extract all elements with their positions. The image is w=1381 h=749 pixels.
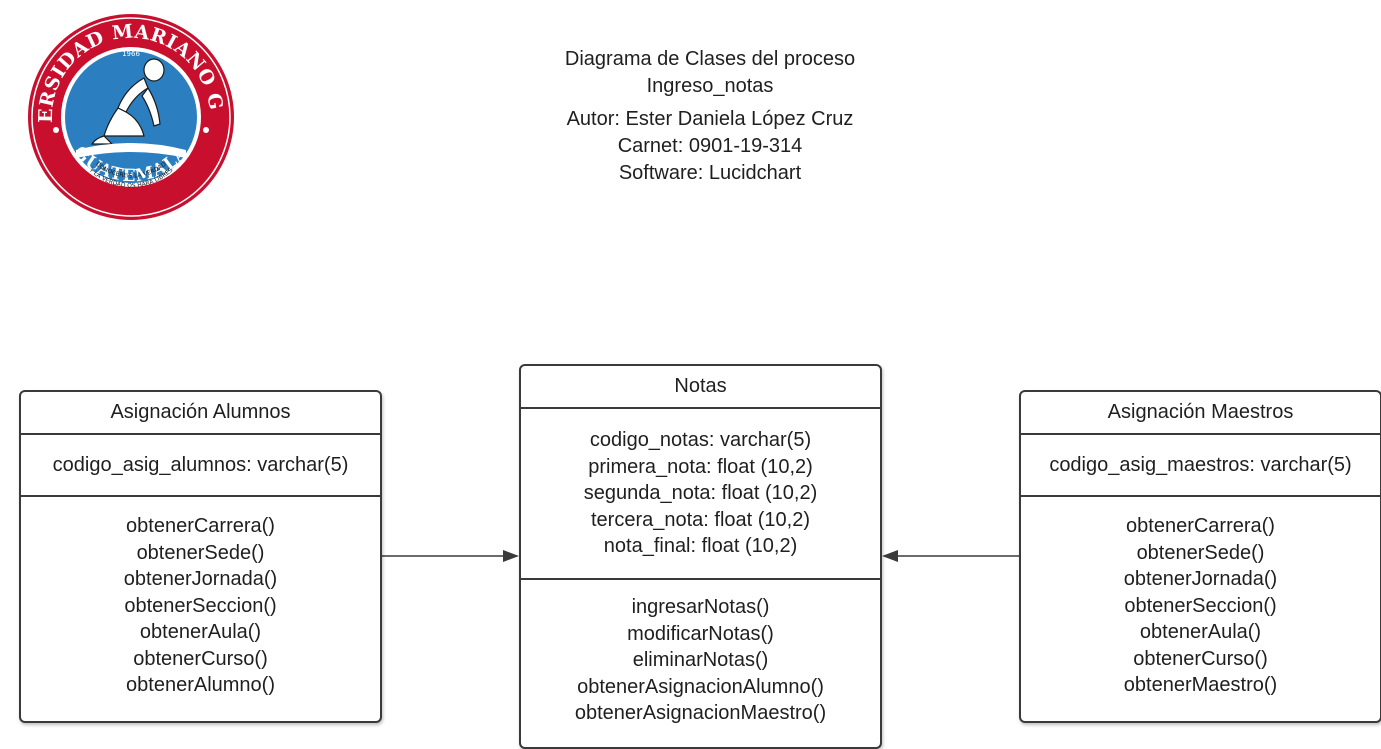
operation-row: obtenerAsignacionMaestro() [574,702,827,724]
operation-row: obtenerSede() [1136,541,1265,564]
class-asignacion-maestros[interactable]: Asignación Maestros codigo_asig_maestros… [1019,390,1381,723]
operation-row: ingresarNotas() [631,596,770,618]
arrow-head-alumnos [503,550,519,562]
class-name: Asignación Maestros [1021,392,1380,435]
diagram-title: Diagrama de Clases del proceso [564,48,856,70]
attribute-row: codigo_notas: varchar(5) [589,429,812,452]
class-name: Notas [521,366,880,409]
operation-row: obtenerJornada() [123,568,278,590]
class-operations: obtenerCarrera() obtenerSede() obtenerJo… [1021,497,1380,721]
operation-row: obtenerAsignacionAlumno() [577,675,824,698]
operation-row: eliminarNotas() [632,649,769,671]
diagram-title-process: Ingreso_notas [646,75,774,97]
carnet-label: Carnet: 0901-19-314 [617,135,803,157]
class-operations: obtenerCarrera() obtenerSede() obtenerJo… [21,497,380,721]
class-attributes: codigo_asig_maestros: varchar(5) [1021,435,1380,497]
operation-row: obtenerAlumno() [126,674,275,696]
author-label: Autor: Ester Daniela López Cruz [566,108,854,130]
operation-row: obtenerSeccion() [124,594,277,617]
operation-row: obtenerMaestro() [1123,674,1278,696]
class-asignacion-alumnos[interactable]: Asignación Alumnos codigo_asig_alumnos: … [19,390,382,723]
operation-row: obtenerSeccion() [1124,594,1277,617]
operation-row: obtenerCurso() [133,647,268,670]
software-label: Software: Lucidchart [618,162,802,184]
svg-text:1966: 1966 [122,50,140,58]
university-seal-logo: 1966 UNIVERSIDAD MARIANO GALVEZ GUATEMAL… [26,12,234,220]
attribute-row: primera_nota: float (10,2) [588,455,813,478]
operation-row: obtenerSede() [136,541,265,564]
attribute-row: tercera_nota: float (10,2) [590,508,810,531]
operation-row: obtenerCurso() [1133,647,1268,670]
class-operations: ingresarNotas() modificarNotas() elimina… [521,580,880,747]
operation-row: obtenerCarrera() [126,515,275,537]
diagram-header: Diagrama de Clases del proceso Ingreso_n… [500,46,920,187]
operation-row: obtenerJornada() [1123,568,1278,590]
attribute-row: codigo_asig_alumnos: varchar(5) [52,453,349,476]
class-attributes: codigo_notas: varchar(5) primera_nota: f… [521,409,880,580]
attribute-row: segunda_nota: float (10,2) [583,482,818,505]
operation-row: obtenerCarrera() [1126,515,1275,537]
attribute-row: nota_final: float (10,2) [603,535,798,558]
operation-row: obtenerAula() [139,621,262,643]
class-name: Asignación Alumnos [21,392,380,435]
operation-row: obtenerAula() [1139,621,1262,643]
operation-row: modificarNotas() [627,622,774,645]
class-notas[interactable]: Notas codigo_notas: varchar(5) primera_n… [519,364,882,749]
arrow-head-maestros [882,550,898,562]
class-attributes: codigo_asig_alumnos: varchar(5) [21,435,380,497]
attribute-row: codigo_asig_maestros: varchar(5) [1049,453,1352,476]
